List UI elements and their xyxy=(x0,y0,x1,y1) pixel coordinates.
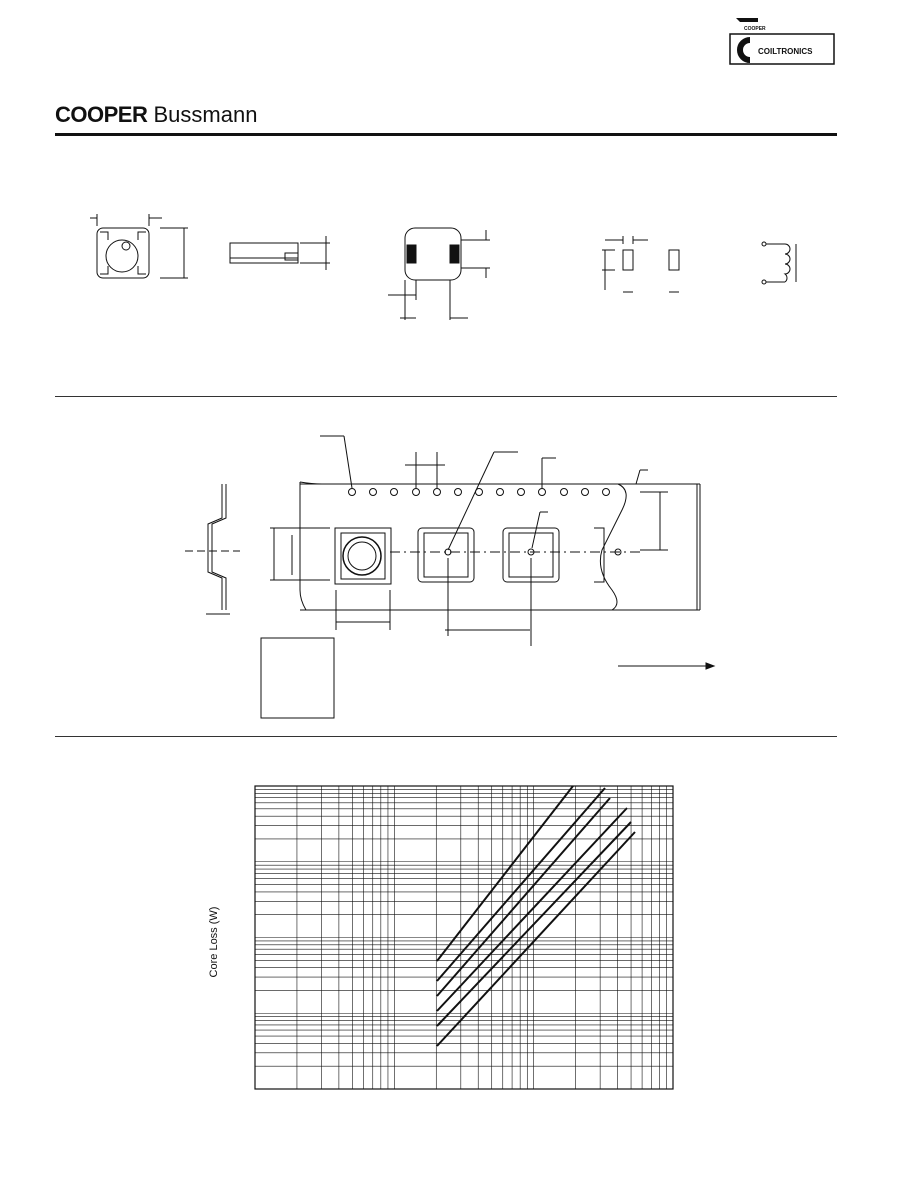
coiltronics-logo: COOPER COILTRONICS xyxy=(728,16,836,66)
core-loss-graph xyxy=(254,785,674,1090)
dimension-drawings xyxy=(90,214,797,320)
loss-curve-3 xyxy=(436,797,611,997)
coiltronics-logo-graphic: COOPER COILTRONICS xyxy=(729,18,835,65)
loss-curve-6 xyxy=(436,831,636,1047)
graph-y-axis-label: Core Loss (W) xyxy=(208,906,220,978)
brand-cooper-text: COOPER xyxy=(55,102,148,127)
loss-curve-5 xyxy=(436,821,632,1027)
brand-bussmann-text: Bussmann xyxy=(153,102,258,127)
tape-reel-drawing xyxy=(185,435,716,719)
section-rule-2 xyxy=(55,736,837,737)
loss-curve-1 xyxy=(436,785,574,962)
logo-small-text: COOPER xyxy=(744,26,766,32)
logo-name-text: COILTRONICS xyxy=(758,47,813,56)
cooper-bussmann-logo: COOPER Bussmann xyxy=(55,100,257,130)
loss-curve-4 xyxy=(436,807,628,1012)
loss-curve-2 xyxy=(436,787,606,982)
header-rule xyxy=(55,133,837,136)
section-rule-1 xyxy=(55,396,837,397)
